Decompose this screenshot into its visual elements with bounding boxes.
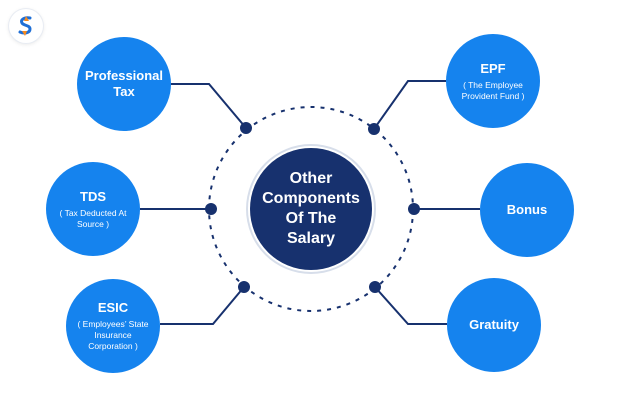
connector-dot-professional-tax — [240, 122, 252, 134]
node-epf: EPF ( The Employee Provident Fund ) — [446, 34, 540, 128]
node-esic: ESIC ( Employees’ State Insurance Corpor… — [66, 279, 160, 373]
brand-logo-icon — [9, 9, 43, 43]
node-title-tds: TDS — [80, 188, 106, 204]
node-bonus: Bonus — [480, 163, 574, 257]
connector-dot-esic — [238, 281, 250, 293]
node-professional-tax: Professional Tax — [77, 37, 171, 131]
connector-dot-bonus — [408, 203, 420, 215]
connector-dot-gratuity — [369, 281, 381, 293]
node-title-esic: ESIC — [97, 300, 129, 315]
node-subtitle-tds: ( Tax Deducted At Source ) — [59, 207, 127, 229]
center-topic: Other Components Of The Salary — [250, 148, 372, 270]
node-tds: TDS ( Tax Deducted At Source ) — [46, 162, 140, 256]
connector-esic — [160, 286, 245, 325]
node-title-gratuity: Gratuity — [469, 317, 519, 332]
node-subtitle-esic: ( Employees’ State Insurance Corporation… — [77, 319, 149, 351]
center-title: Other Components Of The Salary — [262, 170, 360, 247]
connector-professional-tax — [171, 83, 247, 129]
connector-dot-epf — [368, 123, 380, 135]
node-title-professional-tax: Professional Tax — [84, 68, 164, 99]
node-gratuity: Gratuity — [447, 278, 541, 372]
connector-epf — [373, 80, 446, 130]
node-title-bonus: Bonus — [506, 202, 548, 217]
node-title-epf: EPF — [480, 60, 506, 76]
connector-dot-tds — [205, 203, 217, 215]
node-subtitle-epf: ( The Employee Provident Fund ) — [461, 79, 525, 101]
connector-gratuity — [374, 286, 447, 325]
